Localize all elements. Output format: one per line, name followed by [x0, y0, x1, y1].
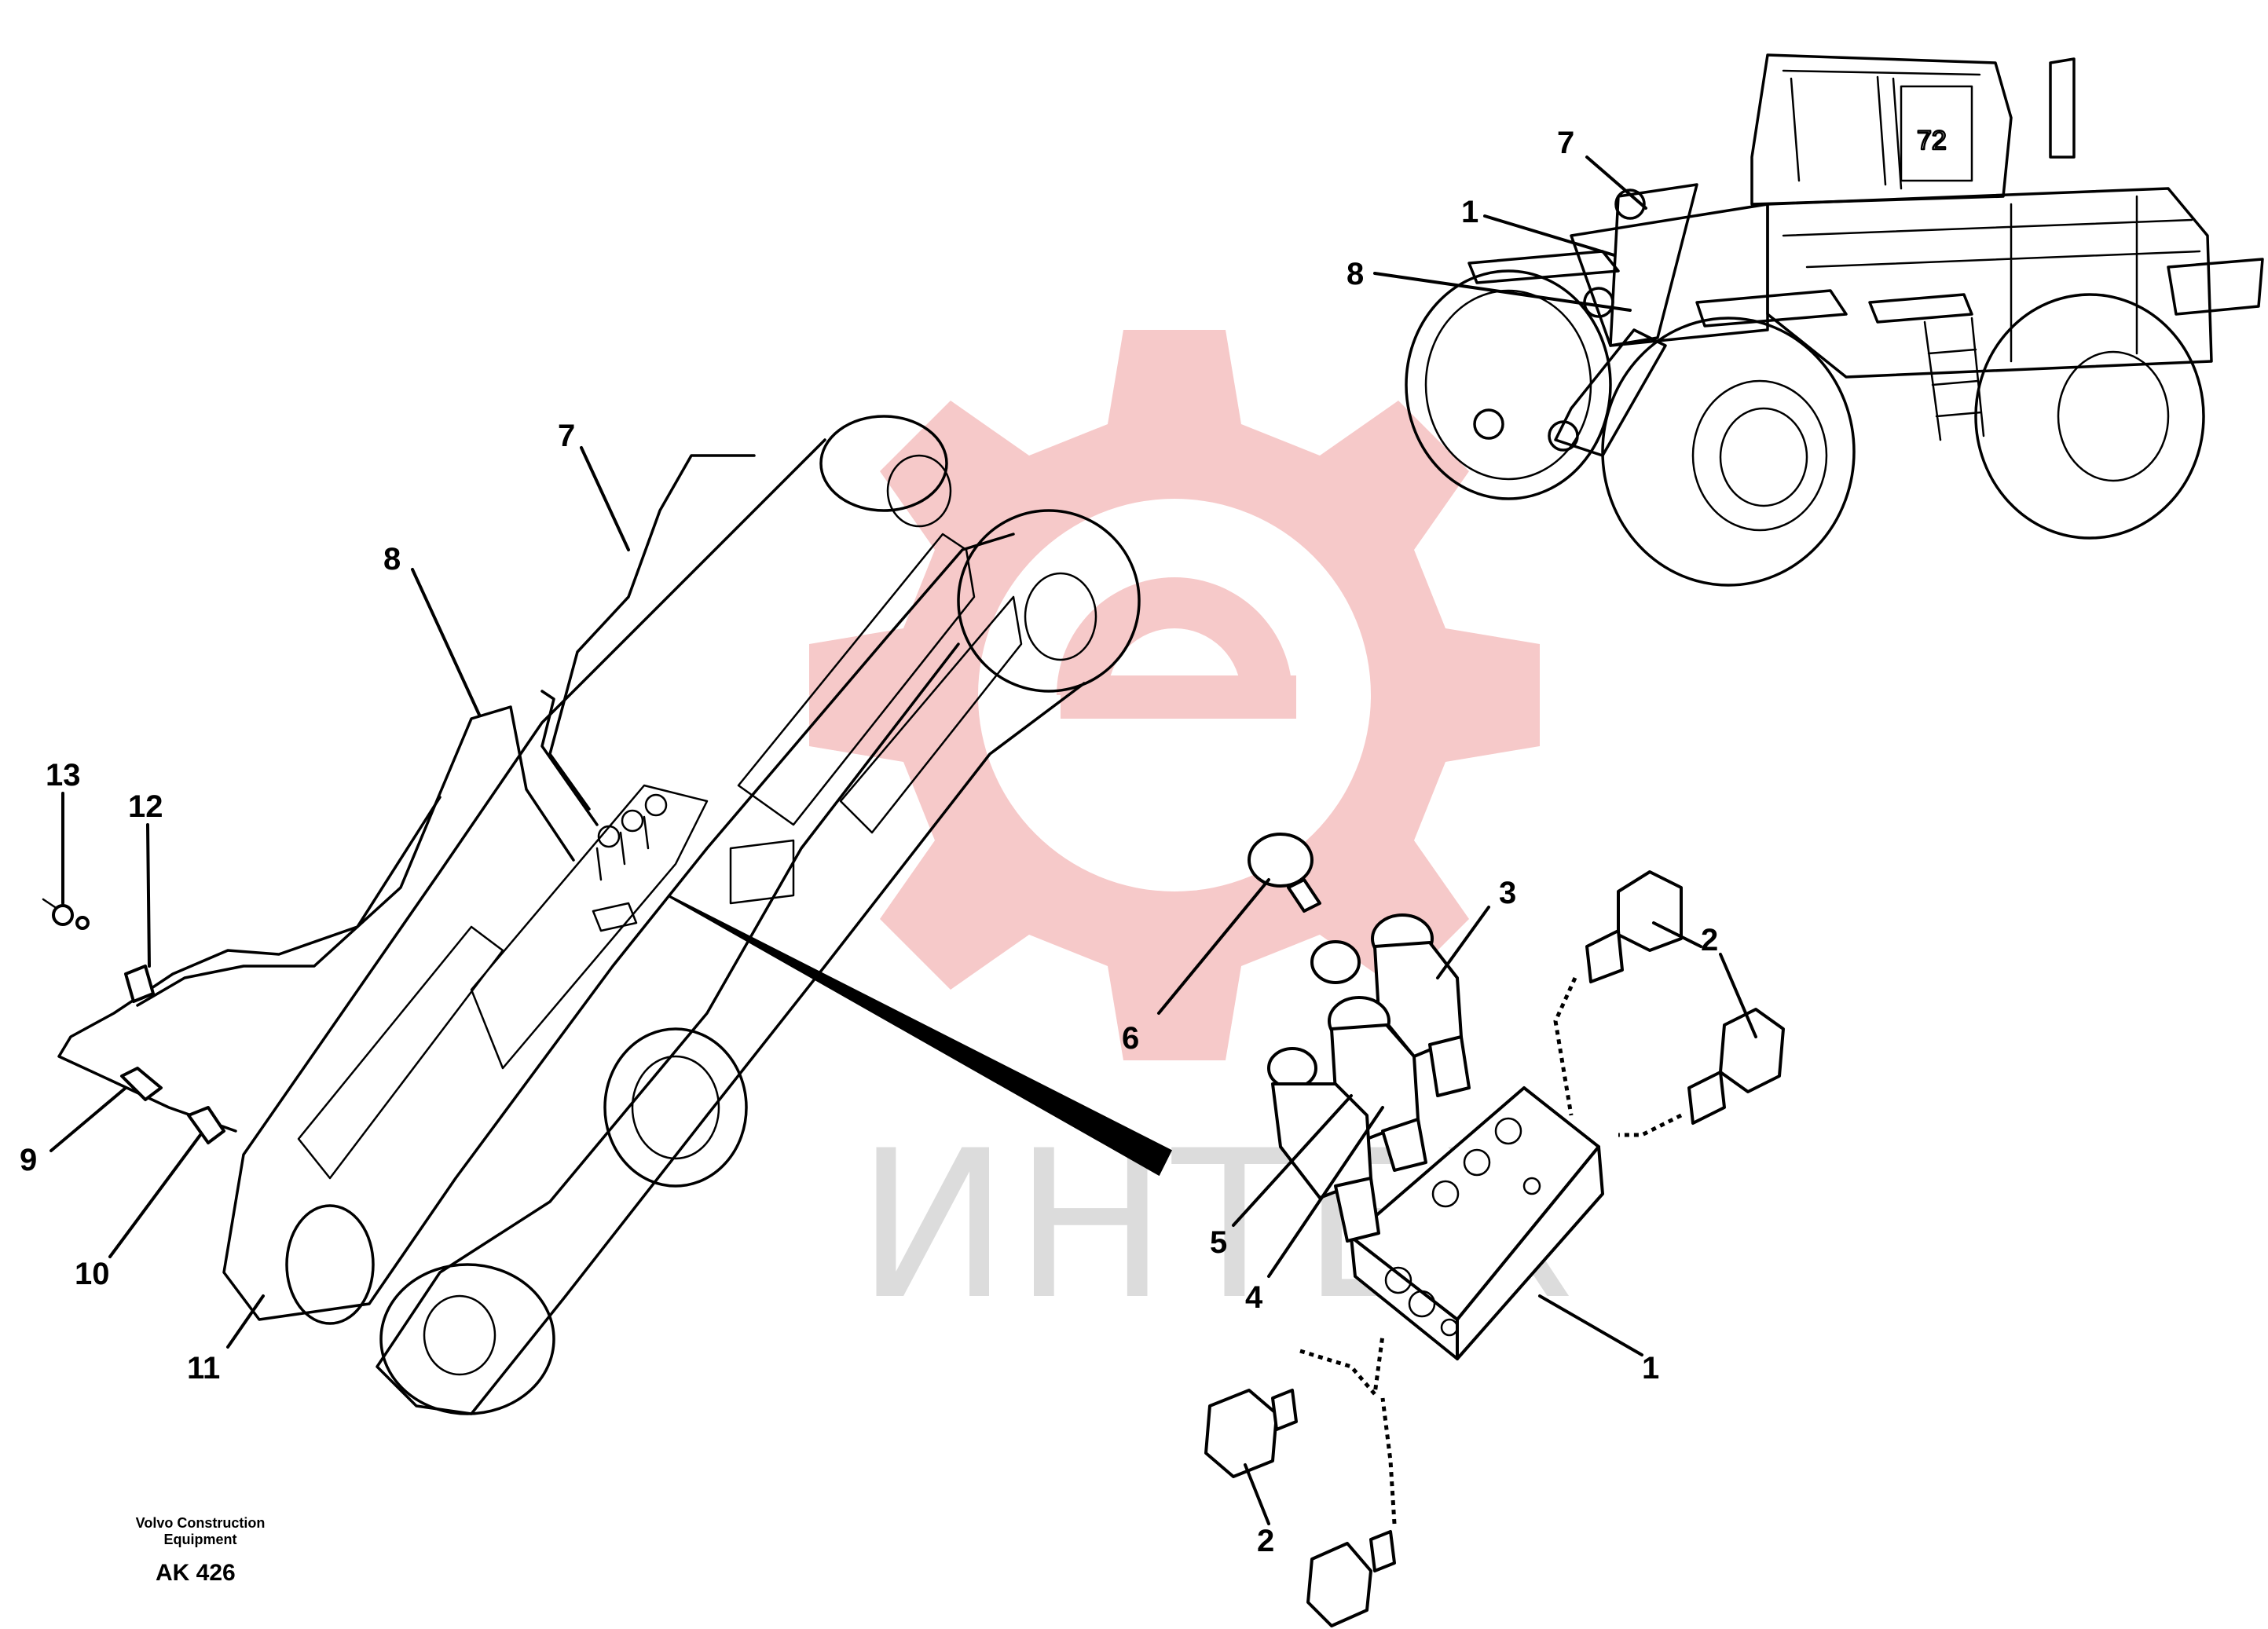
callout-detail-6: 6 — [1122, 1021, 1139, 1056]
callout-arm-11: 11 — [187, 1351, 220, 1386]
distribution-block-detail — [1204, 833, 1785, 1627]
callout-detail-1: 1 — [1642, 1351, 1659, 1386]
footer: Volvo Construction Equipment AK 426 — [136, 1515, 266, 1586]
callout-arm-12: 12 — [128, 789, 163, 824]
boom-arm-illustration — [42, 415, 1173, 1415]
footer-manufacturer: Volvo Construction — [136, 1515, 266, 1531]
grease-fittings-cluster — [592, 793, 668, 932]
leader-lines — [49, 156, 1757, 1525]
valve-5 — [1267, 1047, 1380, 1243]
connector-2-bottom-b — [1306, 1530, 1396, 1627]
footer-manufacturer-line2: Equipment — [164, 1532, 237, 1547]
detail-pointer — [667, 894, 1173, 1177]
svg-text:72: 72 — [1917, 126, 1947, 156]
callout-detail-4: 4 — [1245, 1280, 1263, 1315]
watermark-gear-icon — [809, 330, 1540, 1060]
callout-detail-2-top: 2 — [1701, 923, 1718, 957]
callouts: 7 1 8 7 8 13 12 9 10 11 6 3 2 5 4 1 2 — [20, 126, 1718, 1558]
callout-arm-7: 7 — [558, 419, 575, 453]
callout-arm-9: 9 — [20, 1143, 37, 1177]
callout-machine-8: 8 — [1347, 257, 1364, 291]
callout-machine-1: 1 — [1461, 195, 1478, 229]
callout-arm-8: 8 — [383, 542, 401, 577]
callout-machine-7: 7 — [1557, 126, 1574, 160]
wheel-loader-illustration: 72 — [1405, 53, 2264, 587]
footer-drawing-code: AK 426 — [156, 1560, 236, 1586]
callout-arm-13: 13 — [46, 758, 81, 793]
callout-detail-2-bottom: 2 — [1257, 1524, 1274, 1558]
callout-detail-5: 5 — [1210, 1225, 1227, 1260]
connector-2-top-a — [1585, 870, 1683, 983]
connector-2-top-b — [1687, 1008, 1785, 1125]
nut-6 — [1248, 833, 1361, 984]
connector-2-bottom-a — [1204, 1389, 1298, 1478]
callout-arm-10: 10 — [75, 1257, 110, 1291]
callout-detail-3: 3 — [1499, 876, 1516, 910]
